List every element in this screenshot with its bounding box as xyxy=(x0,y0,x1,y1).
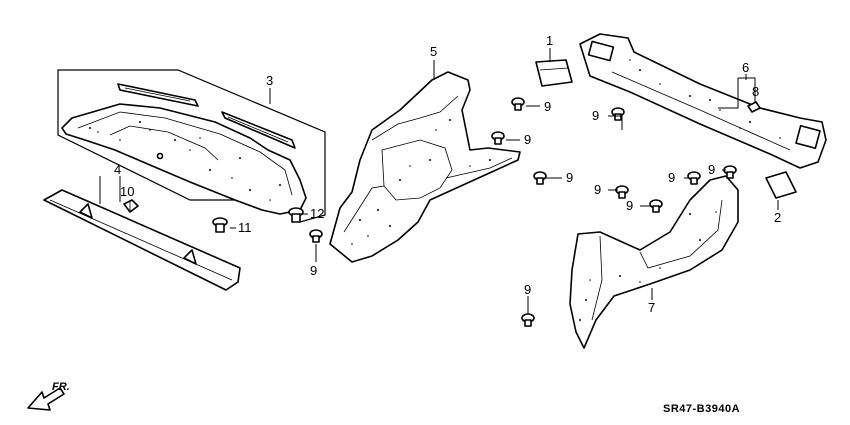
fastener-part-11[interactable] xyxy=(212,217,228,233)
panel-5-floor-edge xyxy=(445,157,513,179)
trunk-side-trim-panel-5 xyxy=(329,71,521,263)
trunk-side-trim-panel-7 xyxy=(569,175,739,349)
panel-5-texture xyxy=(351,119,491,245)
trunk-side-trim-part-7[interactable] xyxy=(569,175,739,349)
cap-part-2[interactable] xyxy=(765,171,797,199)
fastener-part-12[interactable] xyxy=(288,207,304,223)
cover-part-1[interactable] xyxy=(535,59,573,87)
panel-7-front-edge xyxy=(591,235,603,321)
callout-9-j: 9 xyxy=(524,282,531,297)
lining-lower-edge xyxy=(611,71,791,151)
direction-label: FR. xyxy=(52,381,70,393)
callout-3: 3 xyxy=(266,73,273,88)
lining-texture xyxy=(629,59,781,139)
trim-clip-tab-1 xyxy=(79,203,93,219)
trunk-side-trim-part-5[interactable] xyxy=(329,71,521,263)
fastener-part-8[interactable] xyxy=(747,101,761,113)
clip-9d[interactable] xyxy=(309,229,323,243)
callout-6: 6 xyxy=(742,60,749,75)
callout-2: 2 xyxy=(774,210,781,225)
callout-4: 4 xyxy=(114,162,121,177)
panel-7-inner-edge xyxy=(639,199,723,269)
trim-clip-tab-2 xyxy=(183,249,197,265)
leader-lines xyxy=(99,48,779,314)
clip-9f[interactable] xyxy=(687,171,701,185)
speaker-grille-right xyxy=(221,111,296,149)
clip-9j[interactable] xyxy=(521,313,535,327)
callout-9-e: 9 xyxy=(592,108,599,123)
panel-5-top-edge xyxy=(371,95,459,141)
callout-11: 11 xyxy=(238,220,252,235)
callout-9-d: 9 xyxy=(310,263,317,278)
panel-7-texture xyxy=(579,211,717,321)
rear-shelf-texture xyxy=(89,121,281,201)
clip-9h[interactable] xyxy=(615,185,629,199)
lining-right-cutout xyxy=(795,124,821,150)
clip-9b[interactable] xyxy=(491,131,505,145)
callout-8: 8 xyxy=(752,84,759,99)
rear-shelf-trim-part[interactable] xyxy=(43,189,241,291)
callout-9-f: 9 xyxy=(668,170,675,185)
speaker-grille-left xyxy=(117,83,199,107)
callout-7: 7 xyxy=(648,300,655,315)
clip-part-10[interactable] xyxy=(123,199,139,213)
panel-5-lower-edge xyxy=(343,185,385,233)
rear-panel-lining-6 xyxy=(579,33,827,169)
callout-10: 10 xyxy=(120,184,134,199)
panel-5-wheel-arch xyxy=(381,139,453,201)
rear-shelf-part[interactable] xyxy=(57,69,326,223)
callout-12: 12 xyxy=(310,206,324,221)
callout-9-i: 9 xyxy=(626,198,633,213)
front-direction-arrow: FR. xyxy=(27,381,70,411)
clip-9a[interactable] xyxy=(511,97,525,111)
clip-9c[interactable] xyxy=(533,171,547,185)
rear-shelf-trim-strip xyxy=(43,189,241,291)
callout-9-h: 9 xyxy=(594,182,601,197)
rear-shelf-recess xyxy=(109,125,219,161)
front-arrow-icon xyxy=(27,387,65,411)
callout-9-c: 9 xyxy=(566,170,573,185)
callout-9-b: 9 xyxy=(524,132,531,147)
callout-1: 1 xyxy=(546,33,553,48)
callout-9-g: 9 xyxy=(708,162,715,177)
rear-shelf-inner-edge xyxy=(77,111,293,196)
lining-left-cutout xyxy=(587,40,615,62)
rear-shelf-panel xyxy=(61,103,307,215)
clip-9i[interactable] xyxy=(649,199,663,213)
callout-9-a: 9 xyxy=(544,99,551,114)
shelf-hole xyxy=(156,152,164,160)
callout-5: 5 xyxy=(430,44,437,59)
diagram-code: SR47-B3940A xyxy=(663,403,740,415)
rear-panel-lining-part-6[interactable] xyxy=(579,33,827,169)
rear-shelf-trim-groove xyxy=(49,199,233,281)
